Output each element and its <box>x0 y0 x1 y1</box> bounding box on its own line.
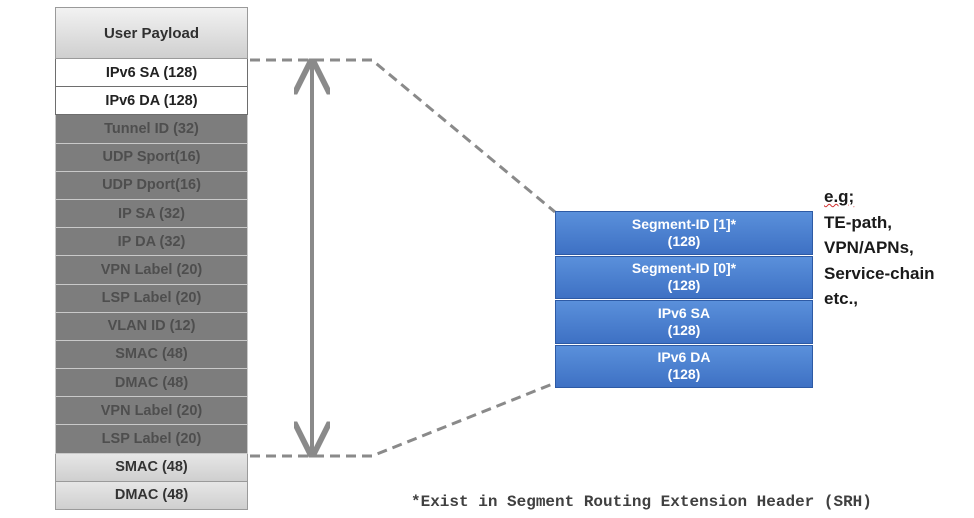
note-line-eg: e.g; <box>824 187 855 206</box>
note-line-vpn-apns: VPN/APNs, <box>824 238 914 257</box>
segment-id-1-size: (128) <box>667 232 701 249</box>
field-ipv6-da: IPv6 DA (128) <box>55 87 248 116</box>
segment-id-1-box: Segment-ID [1]* (128) <box>555 211 813 255</box>
srh-ipv6-da-box: IPv6 DA (128) <box>555 344 813 388</box>
field-lsp-label: LSP Label (20) <box>55 284 248 313</box>
field-smac: SMAC (48) <box>55 340 248 370</box>
field-vpn-label: VPN Label (20) <box>55 256 248 285</box>
field-vlan-id: VLAN ID (12) <box>55 312 248 341</box>
upper-dashed-connector <box>250 58 556 214</box>
segment-id-1-label: Segment-ID [1]* <box>631 215 737 232</box>
field-ip-sa: IP SA (32) <box>55 199 248 229</box>
packet-header-stack: User Payload IPv6 SA (128) IPv6 DA (128)… <box>55 7 248 510</box>
note-line-etc: etc., <box>824 289 859 308</box>
srh-ipv6-sa-label: IPv6 SA <box>657 304 711 321</box>
field-udp-sport: UDP Sport(16) <box>55 143 248 172</box>
srh-ipv6-da-size: (128) <box>667 366 701 383</box>
srh-ipv6-da-label: IPv6 DA <box>657 349 711 366</box>
lower-dashed-connector <box>250 381 556 458</box>
segment-id-0-label: Segment-ID [0]* <box>631 260 737 277</box>
srh-ipv6-sa-size: (128) <box>667 321 701 338</box>
use-case-note: e.g; TE-path, VPN/APNs, Service-chain et… <box>824 184 935 312</box>
field-lsp-label-2: LSP Label (20) <box>55 425 248 454</box>
field-outer-smac: SMAC (48) <box>55 453 248 482</box>
field-ip-da: IP DA (32) <box>55 228 248 257</box>
field-ipv6-sa: IPv6 SA (128) <box>55 59 248 88</box>
segment-id-0-box: Segment-ID [0]* (128) <box>555 255 813 299</box>
segment-id-0-size: (128) <box>667 277 701 294</box>
srh-ipv6-sa-box: IPv6 SA (128) <box>555 300 813 344</box>
note-line-te-path: TE-path, <box>824 212 892 232</box>
srh-segment-stack: Segment-ID [1]* (128) Segment-ID [0]* (1… <box>555 211 813 389</box>
note-line-service-chain: Service-chain <box>824 263 935 283</box>
field-udp-dport: UDP Dport(16) <box>55 171 248 200</box>
field-outer-dmac: DMAC (48) <box>55 481 248 510</box>
user-payload-field: User Payload <box>55 7 248 59</box>
field-dmac: DMAC (48) <box>55 369 248 398</box>
field-vpn-label-2: VPN Label (20) <box>55 397 248 426</box>
field-tunnel-id: Tunnel ID (32) <box>55 115 248 144</box>
srh-footnote: *Exist in Segment Routing Extension Head… <box>411 493 872 511</box>
